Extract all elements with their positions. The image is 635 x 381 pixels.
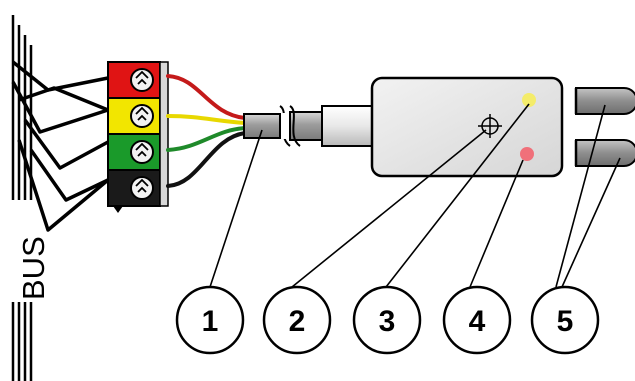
- probe-pin-lower: [575, 139, 635, 167]
- screw-icon: [130, 140, 154, 164]
- callout-number: 1: [202, 305, 219, 338]
- screw-icon: [130, 68, 154, 92]
- terminal-block: [107, 61, 169, 213]
- leader-lines: [209, 103, 621, 288]
- wire-red: [166, 74, 247, 120]
- bus-label: BUS: [16, 236, 51, 300]
- wire-yellow: [166, 114, 247, 125]
- yellow-led: [522, 93, 536, 107]
- probe-pin-upper: [575, 87, 635, 115]
- probe-pins: [574, 87, 635, 167]
- sensor-device: [370, 76, 564, 178]
- leader-5b: [561, 157, 621, 288]
- callout-number: 5: [557, 305, 574, 338]
- wire-green: [166, 126, 247, 152]
- callout-2: 2: [262, 285, 332, 355]
- cable-sleeve: [321, 105, 375, 147]
- callout-number: 2: [289, 305, 306, 338]
- leader-4: [469, 159, 524, 288]
- crosshair-marker: [478, 114, 502, 138]
- leader-1: [209, 129, 263, 288]
- wire-black: [166, 131, 247, 188]
- bus-bar: [11, 15, 33, 381]
- red-led: [520, 147, 534, 161]
- bus-wires: [11, 60, 110, 232]
- callout-number: 4: [469, 305, 486, 338]
- leader-3: [385, 103, 530, 288]
- signal-wires: [166, 74, 247, 188]
- leader-5a: [555, 104, 606, 288]
- leader-2: [291, 129, 487, 288]
- screw-icon: [130, 104, 154, 128]
- callout-3: 3: [352, 285, 422, 355]
- callout-4: 4: [442, 285, 512, 355]
- cable: [243, 105, 375, 147]
- cable-insulation: [243, 113, 281, 139]
- screw-icon: [130, 176, 154, 200]
- callout-number: 3: [379, 305, 396, 338]
- callout-1: 1: [175, 285, 245, 355]
- callout-5: 5: [530, 285, 600, 355]
